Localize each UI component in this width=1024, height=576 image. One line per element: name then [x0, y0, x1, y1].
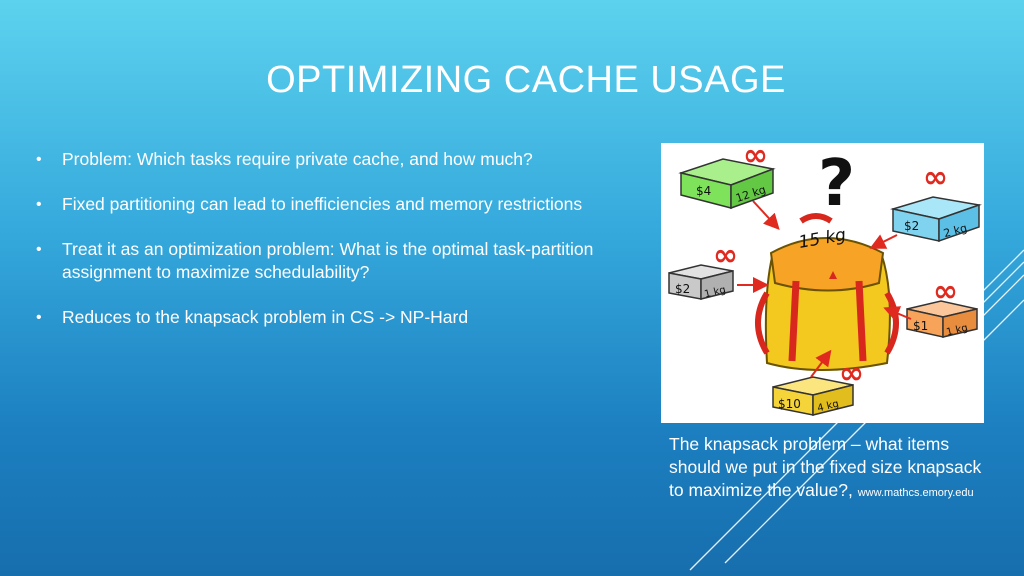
bullet-marker: •: [36, 241, 42, 258]
question-mark: ?: [818, 147, 855, 221]
blue-item-box: $2 2 kg: [890, 196, 982, 243]
infinity-symbol: ∞: [713, 238, 738, 273]
infinity-symbol: ∞: [933, 274, 958, 309]
slide-title: OPTIMIZING CACHE USAGE: [266, 59, 786, 101]
orange-item-box: $1 1 kg: [906, 300, 978, 339]
blue-item-price: $2: [904, 219, 919, 233]
yellow-item-price: $10: [778, 397, 801, 411]
bullet-item: • Reduces to the knapsack problem in CS …: [36, 306, 636, 329]
infinity-symbol: ∞: [839, 356, 864, 391]
gray-item-box: $2 1 kg: [668, 264, 734, 301]
orange-item-price: $1: [913, 319, 928, 333]
bullet-text: Fixed partitioning can lead to inefficie…: [62, 194, 583, 214]
bullet-marker: •: [36, 196, 42, 213]
caption-text: The knapsack problem – what items should…: [669, 434, 982, 500]
bullet-marker: •: [36, 151, 42, 168]
bullet-list: • Problem: Which tasks require private c…: [36, 148, 636, 351]
bullet-item: • Treat it as an optimization problem: W…: [36, 238, 636, 284]
caption-source: www.mathcs.emory.edu: [857, 487, 974, 499]
yellow-item-box: $10 4 kg: [772, 376, 854, 416]
arrows: [737, 200, 912, 378]
infinity-symbol: ∞: [923, 160, 948, 195]
knapsack-drawing: ? 15 kg $4 12 kg: [668, 143, 982, 416]
bullet-item: • Fixed partitioning can lead to ineffic…: [36, 193, 636, 216]
gray-item-price: $2: [675, 282, 690, 296]
orange-item-weight: 1 kg: [945, 323, 969, 339]
green-item-box: $4 12 kg: [678, 158, 776, 210]
green-item-price: $4: [696, 184, 711, 198]
bullet-text: Treat it as an optimization problem: Wha…: [62, 239, 594, 282]
bullet-text: Problem: Which tasks require private cac…: [62, 149, 533, 169]
gray-item-weight: 1 kg: [703, 285, 727, 301]
blue-item-weight: 2 kg: [942, 221, 968, 240]
bullet-marker: •: [36, 309, 42, 326]
bullet-text: Reduces to the knapsack problem in CS ->…: [62, 307, 469, 327]
infinity-symbol: ∞: [743, 143, 768, 173]
knapsack-illustration: ? 15 kg $4 12 kg: [661, 143, 984, 423]
backpack-icon: 15 kg: [755, 213, 899, 371]
image-caption: The knapsack problem – what items should…: [669, 433, 989, 505]
yellow-item-weight: 4 kg: [816, 399, 840, 415]
bullet-item: • Problem: Which tasks require private c…: [36, 148, 636, 171]
